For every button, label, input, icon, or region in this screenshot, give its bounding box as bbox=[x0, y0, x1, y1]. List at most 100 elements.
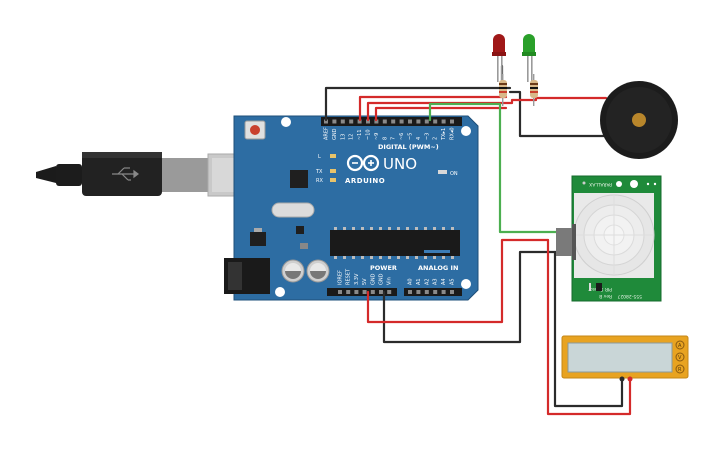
led-rx bbox=[330, 178, 336, 182]
led-green[interactable] bbox=[522, 34, 536, 86]
power-pin-hole[interactable] bbox=[354, 290, 359, 294]
analog-header[interactable] bbox=[404, 288, 462, 296]
wire-5v-meter bbox=[546, 238, 632, 416]
digital-pin-hole[interactable] bbox=[332, 119, 337, 124]
pir-pins[interactable] bbox=[556, 228, 572, 256]
power-pin-hole[interactable] bbox=[387, 290, 392, 294]
power-pin-hole[interactable] bbox=[379, 290, 383, 294]
digital-pin-hole[interactable] bbox=[433, 119, 438, 124]
usb-cable[interactable] bbox=[36, 152, 269, 197]
wire-5v-pir bbox=[366, 238, 550, 324]
multimeter-mode-button-v[interactable]: V bbox=[675, 352, 685, 362]
digital-pin-hole[interactable] bbox=[324, 119, 328, 124]
power-pin-label: 5V bbox=[362, 278, 368, 285]
analog-pin-label: A2 bbox=[424, 278, 430, 285]
power-pin-hole[interactable] bbox=[346, 290, 351, 294]
led-l bbox=[330, 154, 336, 158]
digital-header-label: DIGITAL (PWM~) bbox=[378, 143, 439, 151]
mount-hole bbox=[461, 126, 471, 136]
piezo-buzzer[interactable] bbox=[600, 81, 678, 159]
usb-icon bbox=[112, 167, 139, 181]
capacitor bbox=[306, 259, 330, 283]
svg-text:ON: ON bbox=[450, 171, 458, 177]
multimeter[interactable]: A V R bbox=[561, 335, 689, 382]
analog-pin-hole[interactable] bbox=[450, 290, 454, 294]
pir-rev: Rev B bbox=[599, 293, 612, 299]
analog-pin-hole[interactable] bbox=[408, 290, 412, 294]
svg-text:V: V bbox=[678, 355, 682, 361]
digital-pin-hole[interactable] bbox=[374, 119, 379, 124]
mount-hole bbox=[281, 117, 291, 127]
power-pin-label: IOREF bbox=[338, 270, 344, 285]
digital-pin-hole[interactable] bbox=[450, 119, 454, 124]
digital-pin-hole[interactable] bbox=[408, 119, 412, 124]
regulator bbox=[250, 232, 266, 246]
digital-pin-hole[interactable] bbox=[399, 119, 404, 124]
multimeter-mode-button-a[interactable]: A bbox=[675, 340, 685, 350]
wires[interactable] bbox=[324, 64, 632, 416]
multimeter-mode-button-r[interactable]: R bbox=[675, 364, 685, 374]
power-pin-hole[interactable] bbox=[362, 290, 367, 294]
led-on bbox=[438, 170, 447, 174]
analog-pin-label: A0 bbox=[408, 278, 414, 285]
power-pin-hole[interactable] bbox=[338, 290, 342, 294]
digital-pin-hole[interactable] bbox=[340, 119, 345, 124]
digital-pin-label: GND bbox=[332, 128, 338, 140]
digital-pin-label: RX◂0 bbox=[450, 127, 456, 140]
wire-gnd-meter bbox=[553, 250, 624, 408]
resistor[interactable] bbox=[499, 74, 507, 106]
analog-pin-hole[interactable] bbox=[433, 290, 438, 294]
wire-red-led bbox=[358, 95, 508, 122]
analog-pin-hole[interactable] bbox=[416, 290, 421, 294]
digital-pin-hole[interactable] bbox=[349, 119, 354, 124]
dc-power-jack[interactable] bbox=[224, 258, 270, 294]
usb-chip bbox=[290, 170, 308, 188]
led-tx bbox=[330, 169, 336, 173]
analog-pin-hole[interactable] bbox=[441, 290, 446, 294]
capacitor bbox=[281, 259, 305, 283]
buzzer-center-icon bbox=[632, 113, 646, 127]
digital-pin-hole[interactable] bbox=[416, 119, 421, 124]
digital-pin-hole[interactable] bbox=[424, 119, 429, 124]
analog-pin-hole[interactable] bbox=[424, 290, 429, 294]
digital-pin-hole[interactable] bbox=[391, 119, 396, 124]
multimeter-display bbox=[567, 342, 673, 373]
arduino-logo-icon bbox=[346, 154, 380, 172]
pir-sensor[interactable]: PARALLAX 555-28027 Rev B PIR Sensor bbox=[556, 175, 662, 302]
led-red[interactable] bbox=[492, 34, 506, 86]
power-pin-hole[interactable] bbox=[370, 290, 375, 294]
reset-button[interactable] bbox=[244, 120, 266, 140]
digital-pin-label: ~10 bbox=[366, 129, 372, 140]
digital-pin-hole[interactable] bbox=[357, 119, 362, 124]
mount-hole bbox=[275, 287, 285, 297]
power-header[interactable] bbox=[327, 288, 397, 296]
resistor[interactable] bbox=[530, 74, 538, 106]
power-header-label: POWER bbox=[370, 264, 397, 272]
digital-pin-label: 7 bbox=[391, 137, 397, 140]
digital-pin-label: ~3 bbox=[424, 133, 430, 140]
wire-red-buzzer bbox=[366, 96, 608, 122]
svg-text:R: R bbox=[678, 367, 682, 373]
digital-pin-label: 13 bbox=[340, 134, 346, 140]
wire-signal-pir bbox=[428, 102, 558, 234]
power-pin-label: Vin bbox=[387, 277, 393, 285]
digital-pin-label: 12 bbox=[349, 134, 355, 140]
multimeter-probe-pos[interactable] bbox=[627, 376, 633, 382]
pir-code: 555-28027 bbox=[617, 293, 642, 299]
svg-text:TX: TX bbox=[315, 169, 323, 175]
power-pin-label: RESET bbox=[346, 268, 352, 285]
wire-red-led-green bbox=[374, 106, 508, 122]
multimeter-probe-com[interactable] bbox=[619, 376, 625, 382]
wire-gnd-pir bbox=[382, 250, 560, 344]
power-pin-label: GND bbox=[370, 273, 376, 285]
digital-pin-hole[interactable] bbox=[366, 119, 370, 124]
digital-pin-hole[interactable] bbox=[441, 119, 446, 124]
digital-pin-label: ~5 bbox=[408, 133, 414, 140]
svg-text:L: L bbox=[318, 154, 321, 160]
digital-pin-hole[interactable] bbox=[382, 119, 387, 124]
board-model: UNO bbox=[383, 155, 417, 173]
analog-pin-label: A5 bbox=[450, 278, 456, 285]
digital-pin-label: 8 bbox=[382, 137, 388, 140]
